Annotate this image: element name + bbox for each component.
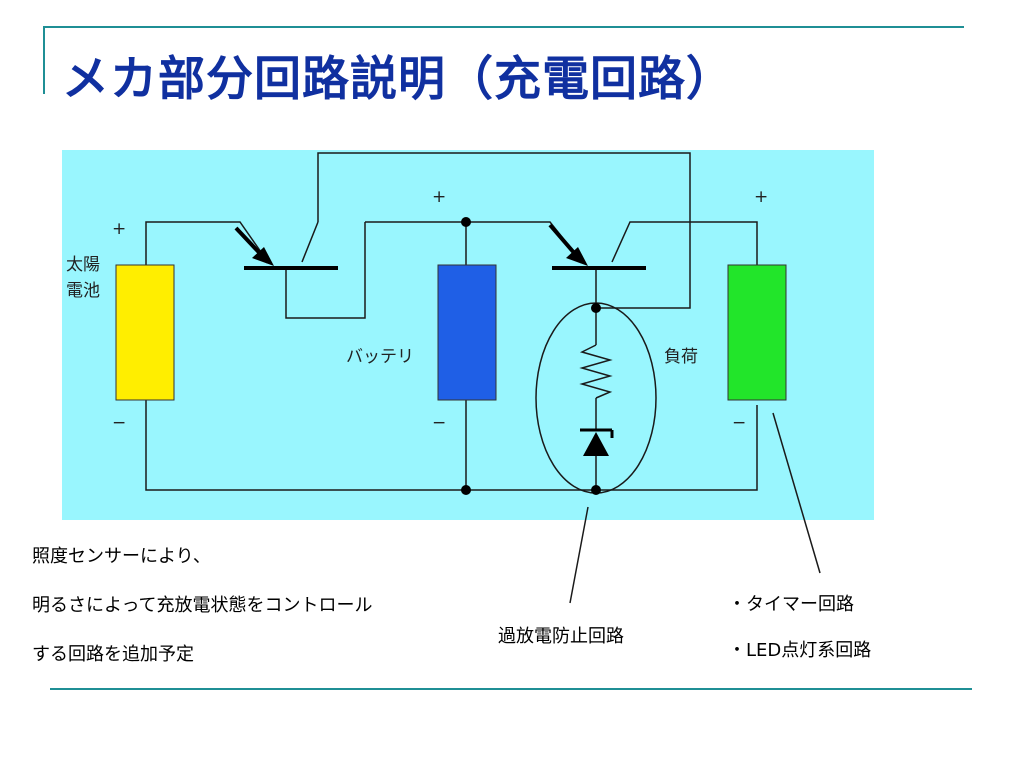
circuit-wires	[145, 152, 821, 604]
note-right-line1: ・タイマー回路	[728, 594, 854, 615]
load-minus: −	[732, 413, 746, 433]
title-accent-bar	[43, 26, 45, 94]
solar-panel	[115, 264, 175, 401]
note-right-line2: ・LED点灯系回路	[728, 640, 872, 661]
solar-label-top: 太陽	[66, 255, 100, 275]
battery-plus: +	[432, 187, 446, 207]
note-center: 過放電防止回路	[498, 626, 624, 647]
slide-title: メカ部分回路説明（充電回路）	[62, 52, 734, 107]
battery-minus: −	[432, 413, 446, 433]
load-plus: +	[754, 187, 768, 207]
junction-dot	[461, 485, 471, 495]
solar-plus: +	[112, 219, 126, 239]
note-left-line2: 明るさによって充放電状態をコントロール	[32, 595, 373, 616]
junction-dot	[591, 485, 601, 495]
note-left-line3: する回路を追加予定	[32, 644, 194, 665]
note-left-line1: 照度センサーにより、	[32, 546, 211, 567]
battery-label: バッテリ	[346, 347, 414, 367]
battery	[437, 264, 497, 401]
load-label: 負荷	[664, 347, 698, 367]
zener-diode	[580, 428, 614, 456]
transistor-1	[234, 226, 338, 270]
solar-label-bottom: 電池	[66, 281, 100, 301]
solar-minus: −	[112, 413, 126, 433]
title-accent-line	[44, 26, 964, 28]
load	[727, 264, 787, 401]
junction-dot	[591, 303, 601, 313]
transistor-2	[548, 223, 646, 270]
bottom-rule	[50, 688, 972, 690]
junction-dot	[461, 217, 471, 227]
